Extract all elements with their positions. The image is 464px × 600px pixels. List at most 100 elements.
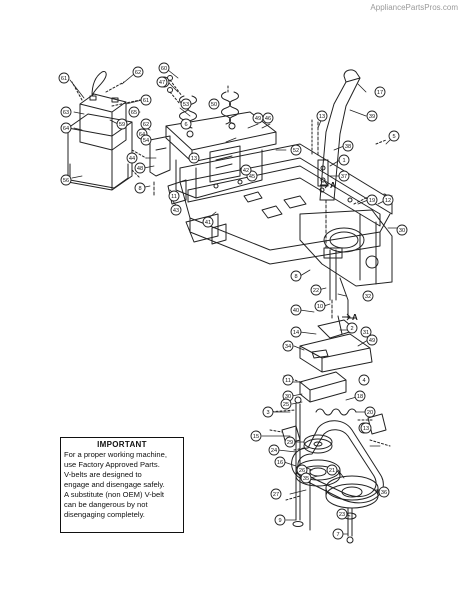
callout-bubble bbox=[290, 304, 302, 316]
callout-number: 31 bbox=[363, 330, 369, 336]
callout-number: 48 bbox=[137, 166, 143, 172]
callout-25: 25 bbox=[280, 398, 292, 410]
callout-number: 42 bbox=[243, 168, 249, 174]
seat-support-assembly bbox=[165, 75, 277, 199]
callout-14: 14 bbox=[290, 326, 302, 338]
callout-bubble bbox=[362, 290, 374, 302]
battery-assembly bbox=[67, 71, 187, 205]
callout-number: 20 bbox=[367, 410, 373, 416]
callout-number: 49 bbox=[255, 116, 261, 122]
battery bbox=[79, 93, 127, 151]
callout-44: 44 bbox=[126, 152, 138, 164]
callout-number: 13 bbox=[319, 114, 325, 120]
view-marker-vb: A bbox=[352, 313, 358, 322]
callout-number: 65 bbox=[131, 110, 137, 116]
callout-20: 20 bbox=[364, 406, 376, 418]
callout-bubble bbox=[314, 300, 326, 312]
callout-number: 10 bbox=[317, 304, 323, 310]
callout-number: 37 bbox=[341, 174, 347, 180]
callout-13: 13 bbox=[316, 110, 328, 122]
callout-17: 17 bbox=[374, 86, 386, 98]
callout-number: 62 bbox=[135, 70, 141, 76]
callout-number: 41 bbox=[205, 220, 211, 226]
callout-bubble bbox=[274, 514, 286, 526]
callout-number: 47 bbox=[159, 80, 165, 86]
notice-line: can be dangerous by not bbox=[64, 500, 148, 509]
callout-38: 38 bbox=[342, 140, 354, 152]
callout-number: 63 bbox=[63, 110, 69, 116]
callout-39: 39 bbox=[366, 110, 378, 122]
callout-24: 24 bbox=[268, 444, 280, 456]
callout-11: 11 bbox=[168, 190, 180, 202]
callout-number: 64 bbox=[139, 132, 145, 138]
callout-number: 32 bbox=[365, 294, 371, 300]
idler-spring bbox=[315, 408, 357, 416]
callout-number: 36 bbox=[381, 490, 387, 496]
watermark-text: AppliancePartsPros.com bbox=[370, 3, 458, 12]
callout-62: 62 bbox=[140, 118, 152, 130]
steering-opening bbox=[323, 227, 365, 253]
callout-bubble bbox=[332, 528, 344, 540]
callout-bubble bbox=[250, 430, 262, 442]
callout-bubble bbox=[156, 76, 168, 88]
notice-title: IMPORTANT bbox=[97, 440, 147, 449]
callout-number: 35 bbox=[303, 476, 309, 482]
callout-21: 21 bbox=[326, 464, 338, 476]
callout-30: 30 bbox=[282, 390, 294, 402]
notice-line: V-belts are designed to bbox=[64, 470, 142, 479]
callout-bubble bbox=[374, 86, 386, 98]
callout-48: 48 bbox=[134, 162, 146, 174]
callout-bubble bbox=[300, 472, 312, 484]
callout-43: 43 bbox=[170, 204, 182, 216]
callout-bubble bbox=[366, 334, 378, 346]
callout-61: 61 bbox=[58, 72, 70, 84]
callout-number: 46 bbox=[265, 116, 271, 122]
callout-13: 13 bbox=[188, 152, 200, 164]
callout-7: 7 bbox=[332, 528, 344, 540]
callout-number: 44 bbox=[129, 156, 135, 162]
callout-bubble bbox=[364, 406, 376, 418]
callout-62: 62 bbox=[132, 66, 144, 78]
callout-bubble bbox=[338, 154, 350, 166]
callout-50: 50 bbox=[208, 98, 220, 110]
callout-bubble bbox=[262, 112, 274, 124]
callout-bubble bbox=[378, 486, 390, 498]
callout-number: 45 bbox=[249, 174, 255, 180]
callout-bubble bbox=[60, 122, 72, 134]
callout-number: 8 bbox=[138, 186, 141, 192]
callout-bubble bbox=[240, 164, 252, 176]
callout-bubble bbox=[336, 508, 348, 520]
callout-59: 59 bbox=[116, 118, 128, 130]
callout-35: 35 bbox=[300, 472, 312, 484]
callout-bubble bbox=[140, 134, 152, 146]
transmission-pulley bbox=[325, 475, 379, 509]
callout-8: 8 bbox=[134, 182, 146, 194]
callout-bubble bbox=[282, 374, 294, 386]
callout-bubble bbox=[60, 174, 72, 186]
callout-bubble bbox=[358, 374, 370, 386]
callout-3: 3 bbox=[262, 406, 274, 418]
callout-9: 9 bbox=[274, 514, 286, 526]
callout-54: 54 bbox=[140, 134, 152, 146]
callout-bubble bbox=[354, 390, 366, 402]
callout-64: 64 bbox=[60, 122, 72, 134]
callout-12: 12 bbox=[382, 194, 394, 206]
callout-number: 54 bbox=[143, 138, 149, 144]
callout-number: 34 bbox=[285, 344, 291, 350]
callout-bubble bbox=[128, 106, 140, 118]
callout-number: 38 bbox=[345, 144, 351, 150]
callout-bubble bbox=[132, 66, 144, 78]
callout-number: 5 bbox=[392, 134, 395, 140]
notice-line: engage and disengage safely. bbox=[64, 480, 165, 489]
callout-61: 61 bbox=[140, 94, 152, 106]
callout-number: 11 bbox=[171, 194, 177, 200]
callout-number: 61 bbox=[143, 98, 149, 104]
callout-number: 56 bbox=[63, 178, 69, 184]
callout-number: 39 bbox=[369, 114, 375, 120]
callout-36: 36 bbox=[378, 486, 390, 498]
callout-number: 27 bbox=[273, 492, 279, 498]
callout-bubble bbox=[208, 98, 220, 110]
callout-18: 18 bbox=[354, 390, 366, 402]
callout-bubble bbox=[168, 190, 180, 202]
